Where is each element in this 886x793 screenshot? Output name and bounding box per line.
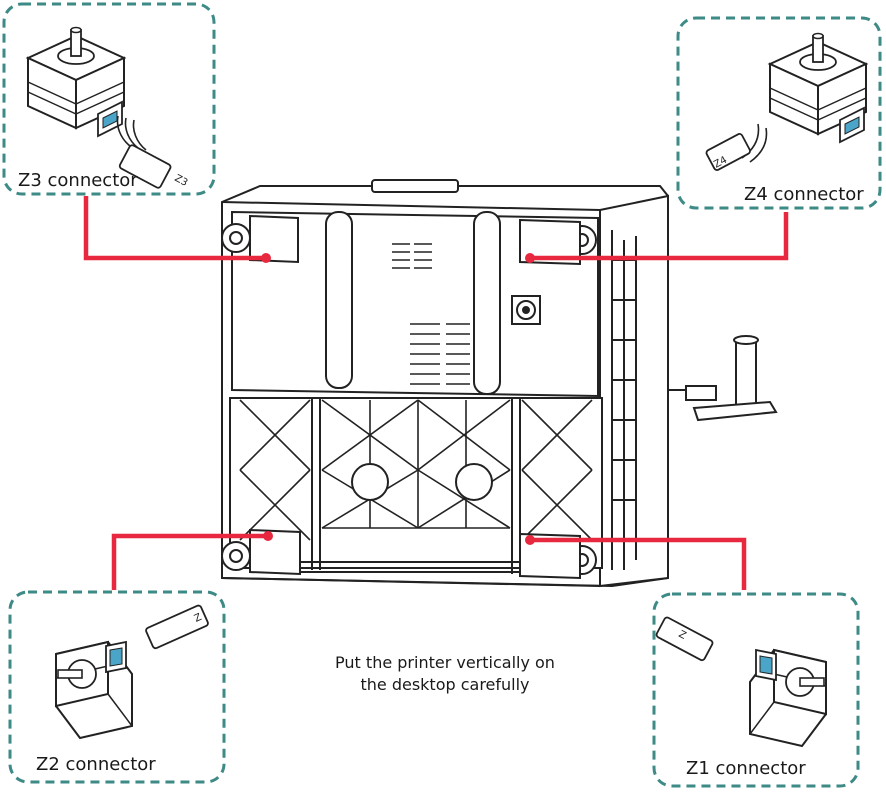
z2-plug-mark: Z: [193, 612, 204, 625]
wire-z4-endpoint: [525, 253, 535, 263]
instruction-line-1: Put the printer vertically on: [335, 653, 555, 672]
z1-connector-label: Z1 connector: [686, 758, 806, 779]
wire-z3: [83, 196, 266, 261]
z1-connector-callout: Z Z1 connector: [652, 592, 860, 788]
z1-plug-mark: Z: [677, 629, 688, 642]
wire-z1: [530, 537, 747, 590]
z2-connector-callout: Z Z2 connector: [8, 590, 226, 784]
wire-z4: [530, 212, 789, 261]
wire-z3-endpoint: [261, 253, 271, 263]
wire-z2: [111, 533, 268, 590]
z3-plug-mark: Z3: [173, 173, 190, 189]
z4-connector-label: Z4 connector: [744, 184, 864, 205]
z3-connector-label: Z3 connector: [18, 170, 138, 191]
plug-icon: Z: [145, 604, 209, 650]
wire-z2-endpoint: [263, 531, 273, 541]
wire-z1-endpoint: [525, 535, 535, 545]
plug-icon: Z4: [705, 123, 768, 171]
z3-connector-callout: Z3 Z3 connector: [2, 2, 216, 196]
z4-connector-callout: Z4 Z4 connector: [676, 16, 882, 210]
instruction-line-2: the desktop carefully: [360, 675, 530, 694]
plug-icon: Z3: [116, 115, 190, 189]
printer-illustration: [221, 179, 778, 588]
z2-connector-label: Z2 connector: [36, 754, 156, 775]
plug-icon: Z: [655, 616, 714, 662]
instruction-text: Put the printer vertically on the deskto…: [290, 652, 600, 696]
z4-plug-mark: Z4: [712, 155, 729, 171]
